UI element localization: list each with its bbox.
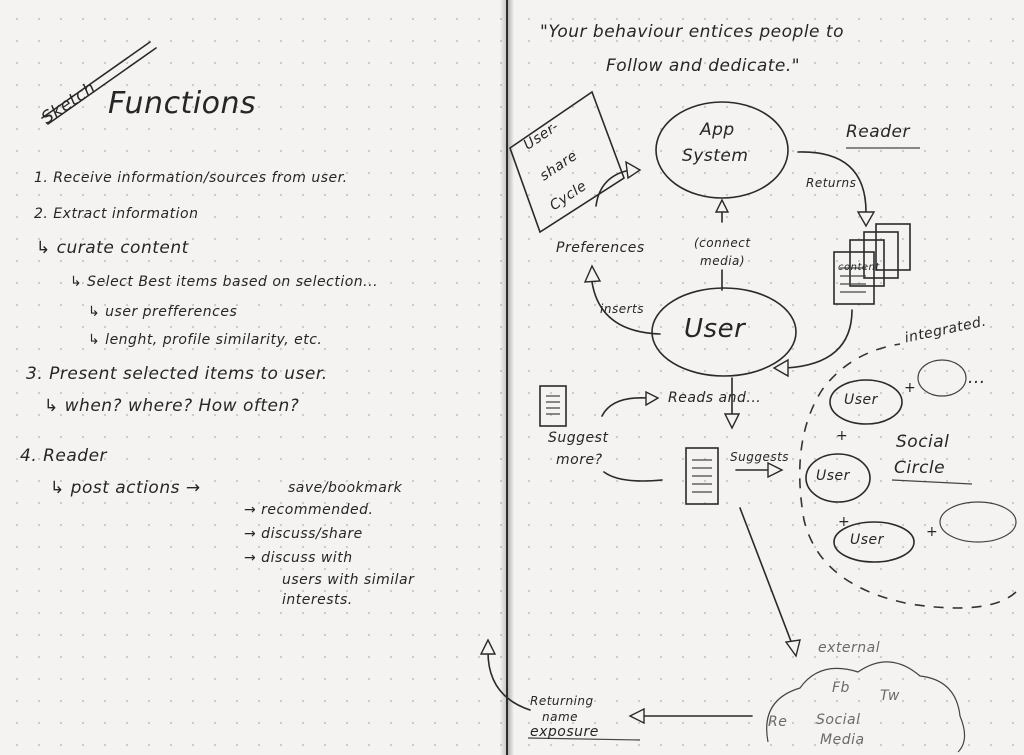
social-ellipsis: ... [968,368,986,388]
social-user-b: User [816,468,850,484]
social-circle-label-2: Circle [894,458,946,478]
plus-sign-1: + [904,380,917,396]
function-item-4a: ↳ post actions → [50,478,201,498]
plus-sign-2: + [836,428,849,444]
returning-label-3: exposure [530,724,599,740]
app-system-label-2: System [682,146,749,166]
plus-sign-4: + [926,524,939,540]
social-media-label-1: Social [816,712,861,728]
social-media-label-2: Media [820,732,865,748]
app-system-label-1: App [700,120,735,140]
function-item-2a: ↳ curate content [36,238,189,258]
connect-media-label-2: media) [700,254,746,268]
re-label: Re [768,714,788,730]
function-item-2d: ↳ lenght, profile similarity, etc. [88,332,323,348]
function-item-1: 1. Receive information/sources from user… [34,170,348,186]
inserts-label: inserts [600,302,644,316]
quote-line-2: Follow and dedicate." [606,56,801,76]
social-user-c: User [850,532,884,548]
social-user-a: User [844,392,878,408]
notebook-right-page [508,0,1024,755]
function-item-3: 3. Present selected items to user. [26,364,328,384]
post-action-interests: interests. [282,592,353,608]
connect-media-label-1: (connect [694,236,751,250]
plus-sign-3: + [838,514,851,530]
suggest-more-label-2: more? [556,452,603,468]
suggest-more-label-1: Suggest [548,430,609,446]
preferences-label: Preferences [556,240,645,256]
functions-title: Functions [108,86,257,121]
external-label: external [818,640,881,656]
function-item-2b: ↳ Select Best items based on selection..… [70,274,379,290]
returns-label: Returns [806,176,857,190]
tw-label: Tw [880,688,900,704]
user-main-label: User [684,314,746,344]
suggests-label: Suggests [730,450,790,464]
returning-label-2: name [542,710,579,724]
post-action-discuss-with: → discuss with [244,550,353,566]
quote-line-1: "Your behaviour entices people to [540,22,844,42]
function-item-4: 4. Reader [20,446,108,466]
function-item-2: 2. Extract information [34,206,199,222]
content-label: content [838,262,880,273]
returning-label-1: Returning [530,694,594,708]
post-action-discuss-share: → discuss/share [244,526,363,542]
post-action-recommended: → recommended. [244,502,374,518]
reader-label: Reader [846,122,910,142]
function-item-2c: ↳ user prefferences [88,304,238,320]
reads-and-label: Reads and... [668,390,762,406]
function-item-3a: ↳ when? where? How often? [44,396,300,416]
fb-label: Fb [832,680,850,696]
notebook-spine [500,0,514,755]
social-circle-label-1: Social [896,432,950,452]
post-action-save: save/bookmark [288,480,403,496]
notebook-left-page [0,0,506,755]
post-action-users-similar: users with similar [282,572,415,588]
